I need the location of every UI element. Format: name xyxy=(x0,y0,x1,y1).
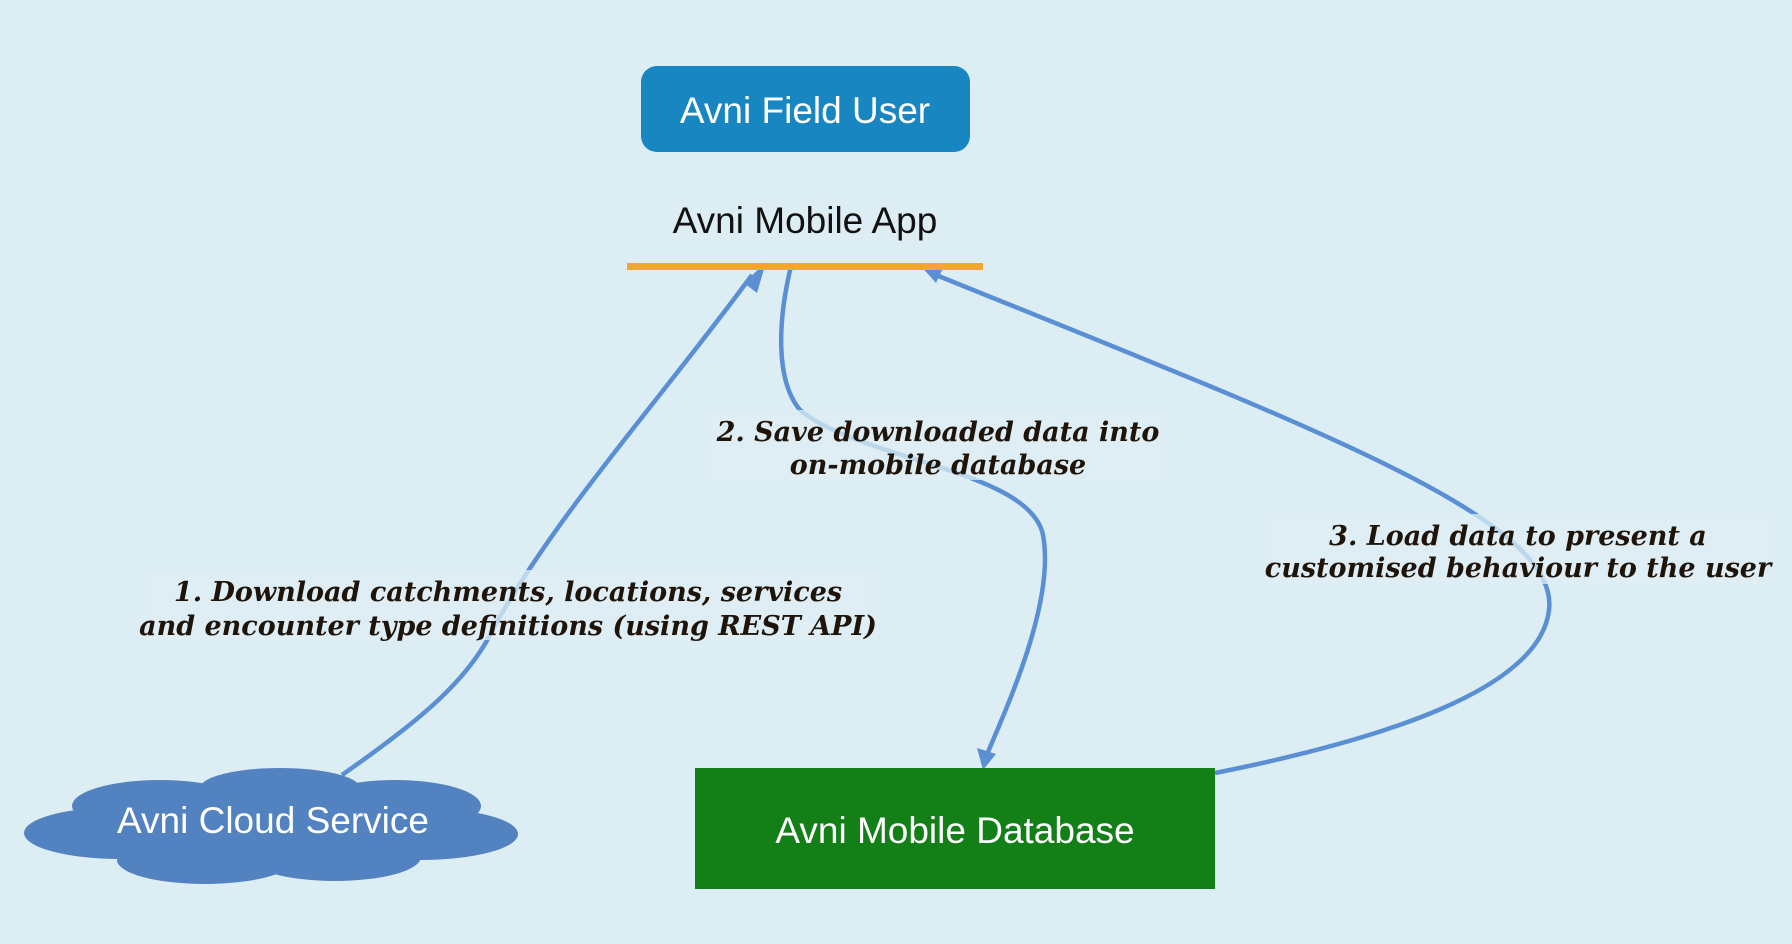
edge-save-label-line-2: on-mobile database xyxy=(790,450,1087,481)
cloud-icon xyxy=(24,768,518,884)
edge-save xyxy=(778,265,1048,770)
node-cloud-service[interactable]: Avni Cloud Service xyxy=(24,768,518,884)
node-field-user[interactable]: Avni Field User xyxy=(641,66,970,152)
edge-download-label-line-1: 1. Download catchments, locations, servi… xyxy=(174,577,842,608)
mobile-database-label: Avni Mobile Database xyxy=(775,810,1134,851)
field-user-box xyxy=(641,66,970,152)
node-mobile-database[interactable]: Avni Mobile Database xyxy=(695,768,1215,889)
edge-save-label-bg xyxy=(712,410,1164,480)
edge-save-line xyxy=(778,265,1048,753)
node-mobile-app[interactable]: Avni Mobile App xyxy=(627,200,983,270)
cloud-service-label: Avni Cloud Service xyxy=(117,800,429,841)
field-user-label: Avni Field User xyxy=(680,90,930,131)
edge-save-label-line-1: 2. Save downloaded data into xyxy=(716,417,1160,448)
edge-download xyxy=(340,262,766,777)
edge-load-label-line-1: 3. Load data to present a xyxy=(1329,521,1707,552)
mobile-app-bar xyxy=(627,263,983,270)
edge-save-arrowhead xyxy=(977,748,996,770)
edge-load-label-bg xyxy=(1268,514,1768,584)
mobile-app-label: Avni Mobile App xyxy=(673,200,938,241)
edge-download-label-bg xyxy=(146,570,870,640)
edge-load-label-line-2: customised behaviour to the user xyxy=(1265,553,1773,584)
mobile-database-box xyxy=(695,768,1215,889)
edge-download-label-line-2: and encounter type definitions (using RE… xyxy=(139,611,877,642)
edge-download-line xyxy=(340,273,754,777)
edge-load-line xyxy=(935,272,1552,776)
